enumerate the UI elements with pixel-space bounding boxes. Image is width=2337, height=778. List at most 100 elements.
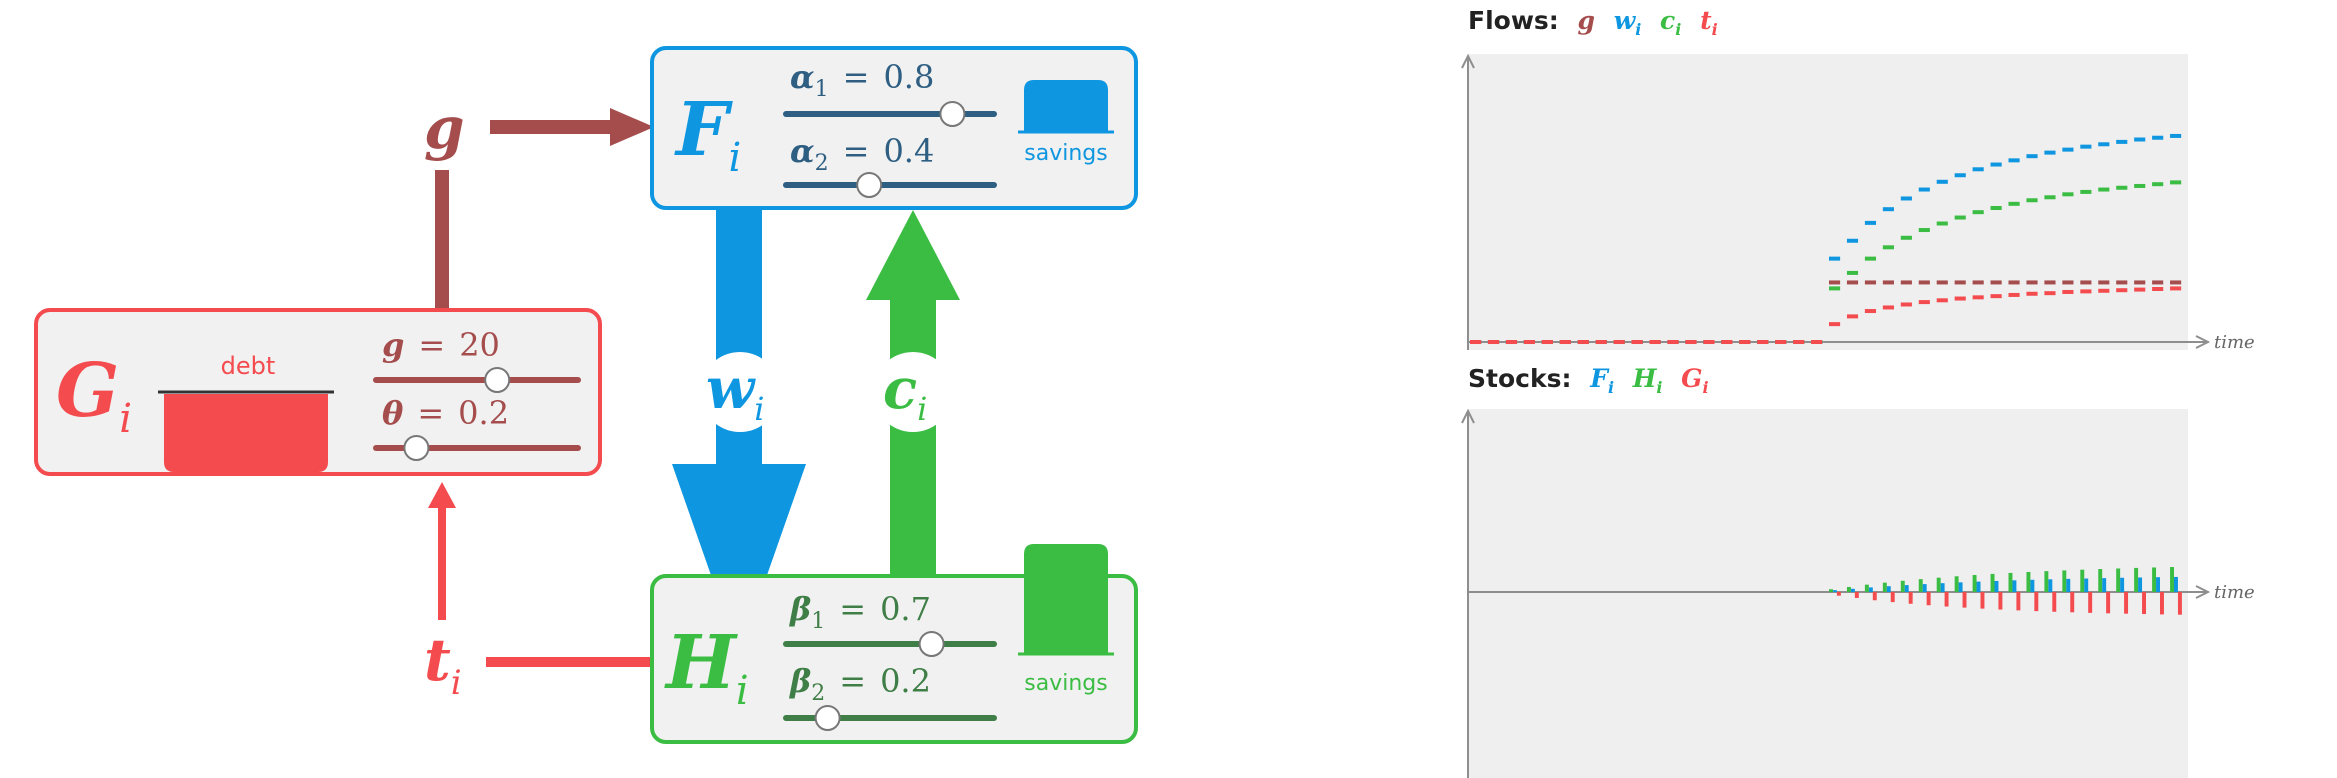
stocks-plot: time [1461,408,2255,778]
stocks-legend-H: Hi [1632,364,1663,397]
x-axis-arrowhead [2195,335,2211,349]
stock-H-bar [1846,586,1851,592]
stock-H-bar [2080,569,2085,592]
stock-H-bar [1900,580,1905,592]
g-param-label: g=20 [382,326,500,364]
government-debt-bar [158,390,334,472]
c-label: ci [883,356,927,428]
theta-param-label: θ=0.2 [382,394,509,432]
stock-G-bar [2124,592,2129,614]
stock-H-bar [1954,576,1959,592]
x-axis-arrowhead [2195,585,2211,599]
stock-G-bar [2142,592,2146,615]
stock-H-bar [2170,567,2174,592]
firms-title: Fi [674,87,741,181]
stock-H-bar [2116,568,2121,592]
stocks-plot-title: Stocks: Fi Hi Gi [1468,364,1709,397]
stock-H-bar [1882,582,1887,592]
alpha2-slider[interactable] [783,172,997,198]
stock-F-bar [2030,579,2035,592]
stock-G-bar [2052,592,2057,612]
plot-background [1468,54,2188,350]
g-param-slider[interactable] [373,367,581,393]
government-title: Gi [56,348,132,442]
x-axis-label: time [2214,582,2255,603]
stock-G-bar [1998,592,2003,610]
alpha2-label: α2=0.4 [790,132,934,176]
flows-legend-g: g [1577,6,1595,35]
stock-F-bar [2084,578,2089,592]
stock-F-bar [1850,588,1855,592]
stock-H-bar [1829,589,1833,592]
theta-param-slider[interactable] [373,435,581,461]
households-savings-bar [1018,544,1114,656]
stock-F-bar [1868,587,1873,592]
stock-H-bar [2026,571,2031,592]
government-debt-label: debt [221,352,276,380]
stock-H-bar [1972,575,1977,592]
stock-G-bar [1854,592,1859,598]
stock-F-bar [2120,577,2125,592]
stock-F-bar [1904,585,1909,592]
stock-G-bar [2106,592,2111,614]
y-axis-arrowhead [1461,53,1475,69]
stock-H-bar [1936,577,1941,592]
stock-G-bar [2016,592,2021,611]
stock-H-bar [2044,571,2049,592]
stock-F-bar [1940,583,1945,592]
flows-legend-t: ti [1700,6,1718,39]
stock-F-bar [2173,576,2178,592]
stock-F-bar [1886,586,1891,592]
stock-G-bar [2159,592,2164,615]
alpha1-label: α1=0.8 [790,58,934,102]
stock-F-bar [1922,584,1927,592]
households-box: Hi β1=0.7 β2=0.2 savings [650,544,1138,744]
flows-plot: time [1461,53,2255,353]
stock-H-bar [2098,569,2103,592]
stock-H-bar [1990,573,1995,592]
beta1-slider[interactable] [783,631,997,657]
government-box: Gi debt g=20 θ=0.2 [34,308,602,476]
stock-G-bar [1926,592,1931,606]
stocks-legend-G: Gi [1681,364,1709,397]
stock-F-bar [1958,582,1963,592]
stock-F-bar [2066,578,2071,592]
stock-G-bar [1836,592,1841,596]
g-flow-arrow [435,108,654,310]
stock-G-bar [2177,592,2182,615]
beta2-label: β2=0.2 [789,662,931,706]
stock-F-bar [2156,577,2160,592]
w-flow-arrow [672,210,806,578]
stock-H-bar [1864,584,1869,592]
stocks-legend-F: Fi [1590,364,1615,397]
firms-savings-bar [1018,80,1114,134]
t-flow-arrow [428,482,650,667]
stock-F-bar [2102,578,2107,592]
stock-G-bar [2070,592,2075,613]
stock-G-bar [1944,592,1949,607]
stock-G-bar [1908,592,1913,604]
plot-background [1468,409,2188,778]
flows-plot-title: Flows: g wi ci ti [1468,6,1718,39]
beta2-slider[interactable] [783,705,997,731]
stock-F-bar [1832,590,1837,592]
stock-G-bar [2088,592,2093,613]
households-savings-label: savings [1024,671,1107,696]
households-title: Hi [664,620,749,714]
stock-F-bar [1976,581,1981,592]
stock-H-bar [2008,572,2013,592]
stock-F-bar [1994,580,1999,592]
flows-legend-c: ci [1660,6,1682,39]
stock-G-bar [1980,592,1985,609]
firms-box: Fi α1=0.8 α2=0.4 savings [650,46,1138,210]
firms-savings-label: savings [1024,141,1107,166]
stock-H-bar [1918,579,1923,592]
alpha1-slider[interactable] [783,101,997,127]
y-axis-arrowhead [1461,408,1475,424]
stock-G-bar [1962,592,1967,608]
w-label: wi [706,356,764,428]
stock-G-bar [1872,592,1877,601]
stock-H-bar [2134,567,2139,592]
flow-diagram: g ti wi ci Fi α1=0.8 α2=0.4 [34,46,1138,744]
stock-F-bar [2048,579,2053,592]
